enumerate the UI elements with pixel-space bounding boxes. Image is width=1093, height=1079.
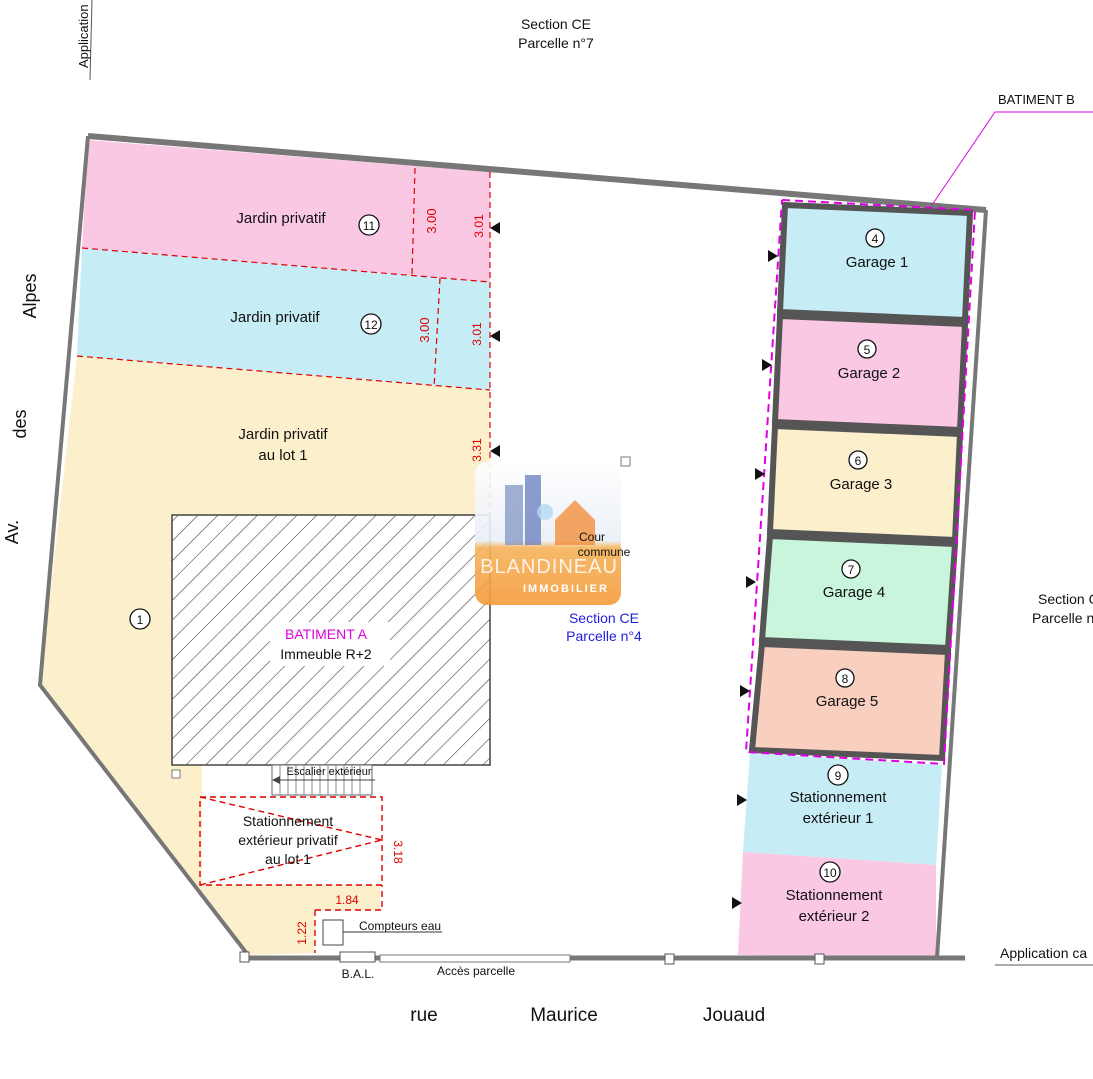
garage-1-box <box>776 201 974 324</box>
garage-1-label: Garage 1 <box>846 254 909 271</box>
bal-label: B.A.L. <box>342 967 375 981</box>
access-gate <box>379 954 571 963</box>
garage-1-number: 4 <box>872 232 879 246</box>
acces-label: Accès parcelle <box>437 964 515 978</box>
boundary-wall-right <box>935 209 988 959</box>
street-rue: rue <box>410 1005 437 1026</box>
garage-2-label: Garage 2 <box>838 365 901 382</box>
garage-5-label: Garage 5 <box>816 693 879 710</box>
lot-12-label: Jardin privatif <box>230 309 320 326</box>
parking-private-line1: Stationnement <box>243 813 333 829</box>
boundary-wall <box>87 133 987 213</box>
lot-11-dim1: 3.00 <box>424 208 439 233</box>
garage-5-number: 8 <box>842 672 849 686</box>
cour-section: Section CE <box>569 610 639 626</box>
post-1 <box>664 953 675 965</box>
garage-2-box <box>771 312 969 434</box>
stationnement-9-line2: extérieur 1 <box>803 810 874 827</box>
lot-12-number: 12 <box>364 318 378 332</box>
application-bottom: Application ca <box>1000 945 1087 961</box>
post-2 <box>814 953 825 965</box>
parking-private-line2: extérieur privatif <box>238 832 338 848</box>
compteurs-label: Compteurs eau <box>359 919 441 933</box>
garage-4-box <box>758 532 959 652</box>
lot-11-number: 11 <box>363 219 376 233</box>
parcel-right: Parcelle n <box>1032 610 1093 626</box>
cour-parcel: Parcelle n°4 <box>566 628 642 644</box>
garage-3-box <box>766 422 964 544</box>
garage-3-number: 6 <box>855 454 862 468</box>
cour-line1: Cour <box>579 530 605 544</box>
cour-line2: commune <box>578 545 631 559</box>
street-des: des <box>10 409 30 438</box>
garage-3-label: Garage 3 <box>830 476 893 493</box>
lot-1-label-2: au lot 1 <box>258 447 307 464</box>
garage-2-number: 5 <box>864 343 871 357</box>
compteurs-box <box>322 919 344 946</box>
parking-dim-h: 3.18 <box>391 840 405 864</box>
stationnement-10-zone <box>738 852 936 958</box>
handle-square-1 <box>620 456 631 467</box>
escalier-label: Escalier extérieur <box>287 766 372 778</box>
garage-4-label: Garage 4 <box>823 584 886 601</box>
street-av: Av. <box>2 520 22 544</box>
parking-private-line3: au lot 1 <box>265 851 311 867</box>
parking-private-outline <box>199 796 383 953</box>
section-right: Section C <box>1038 591 1093 607</box>
portal-left <box>239 951 250 963</box>
boundary-wall-left <box>37 135 250 957</box>
batiment-b <box>744 199 977 766</box>
parking-dim-small: 1.22 <box>295 921 309 945</box>
lot-12-zone <box>77 248 490 390</box>
batiment-b-dashed-outline <box>744 199 977 766</box>
lot-1-zone <box>40 356 490 955</box>
lot-12-dim1: 3.00 <box>417 317 432 342</box>
batiment-a-title: BATIMENT A <box>285 626 368 642</box>
street-jouaud: Jouaud <box>703 1005 765 1026</box>
street-alpes: Alpes <box>20 273 40 318</box>
stationnement-9-line1: Stationnement <box>790 789 888 806</box>
garage-4-number: 7 <box>848 563 855 577</box>
section-top: Section CE <box>521 16 591 32</box>
parcel-top: Parcelle n°7 <box>518 35 594 51</box>
lot-12-dim2: 3.01 <box>470 322 484 346</box>
garden-dim-lines <box>76 167 491 515</box>
lot-1-label-1: Jardin privatif <box>238 426 328 443</box>
street-maurice: Maurice <box>530 1005 598 1026</box>
bal-box <box>339 951 376 963</box>
lot-1-dim: 3.31 <box>470 438 484 462</box>
stationnement-10-number: 10 <box>823 866 837 880</box>
parking-dim-w: 1.84 <box>335 893 359 907</box>
watermark-logo <box>475 462 621 605</box>
stationnement-10-line2: extérieur 2 <box>799 908 870 925</box>
escalier-stairs <box>271 764 375 796</box>
batiment-b-leader <box>931 111 1093 206</box>
batiment-a-subtitle: Immeuble R+2 <box>280 646 372 662</box>
batiment-b-label: BATIMENT B <box>998 92 1075 107</box>
lot-1-number: 1 <box>137 613 144 627</box>
lot-number-circles <box>129 214 885 883</box>
watermark-line2: IMMOBILIER <box>523 583 609 595</box>
batiment-a-label-bg <box>270 622 390 666</box>
stationnement-9-number: 9 <box>835 769 842 783</box>
garage-5-box <box>748 640 952 762</box>
stationnement-10-line1: Stationnement <box>786 887 884 904</box>
handle-square-2 <box>171 769 181 779</box>
lot-11-label: Jardin privatif <box>236 210 326 227</box>
application-top: Application <box>76 4 91 68</box>
entry-arrows <box>490 222 778 909</box>
lot-11-dim2: 3.01 <box>472 214 486 238</box>
stationnement-9-zone <box>743 753 942 865</box>
application-top-line <box>89 0 93 81</box>
lot-11-zone <box>82 140 490 282</box>
watermark-line1: BLANDINEAU <box>480 556 618 578</box>
